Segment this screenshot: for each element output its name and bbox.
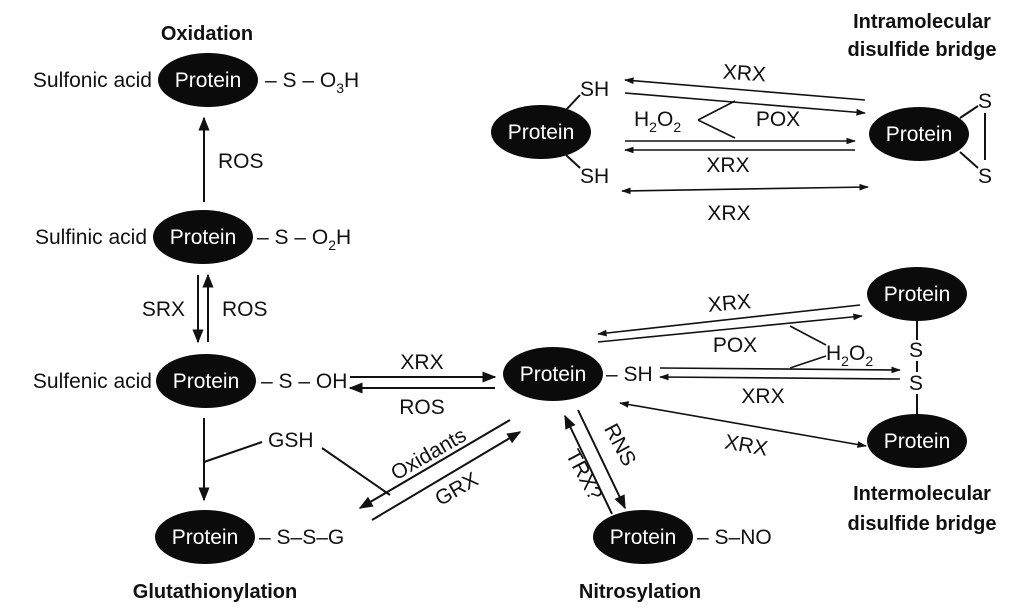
- inter-arrow-xrx-1: [597, 304, 861, 337]
- inter-h2o2-connector: [789, 325, 827, 346]
- sulfonic-acid-label: Sulfonic acid: [33, 69, 152, 92]
- title-glutathionylation: Glutathionylation: [133, 581, 297, 603]
- title-oxidation: Oxidation: [161, 23, 253, 45]
- intra-sh-bottom: SH: [580, 165, 609, 188]
- grx-label: GRX: [431, 468, 482, 511]
- svg-text:Protein: Protein: [884, 283, 951, 306]
- inter-arrow-xrx-3: [619, 401, 867, 448]
- title-intermolecular-2: disulfide bridge: [848, 513, 997, 535]
- inter-h2o2-connector-2: [789, 355, 827, 369]
- intra-arrow-xrx-3: [621, 183, 869, 195]
- arrow-trx: [564, 414, 613, 515]
- ros-label-2: ROS: [222, 298, 268, 321]
- intra-arrow-pox: [624, 92, 866, 116]
- intra-xrx-3-label: XRX: [707, 202, 750, 225]
- nitrosyl-group: – S–NO: [697, 526, 772, 549]
- intra-arrow-xrx-1: [624, 77, 866, 101]
- gsh-label: GSH: [268, 429, 314, 452]
- inter-h2o2-label: H2O2: [826, 342, 873, 369]
- intra-s-top: S: [978, 90, 992, 113]
- xrx-sulfenic-label: XRX: [400, 351, 443, 374]
- intra-s-bond-bottom: [959, 151, 979, 169]
- sulfinic-group: – S – O2H: [257, 226, 351, 253]
- intra-xrx-1-label: XRX: [722, 61, 767, 87]
- protein-glutathionylated: Protein: [155, 510, 255, 564]
- sulfenic-group: – S – OH: [261, 370, 347, 393]
- inter-xrx-3-label: XRX: [723, 431, 770, 461]
- svg-text:Protein: Protein: [173, 370, 240, 393]
- inter-s-top: S: [909, 339, 923, 362]
- sulfinic-acid-label: Sulfinic acid: [35, 226, 147, 249]
- glutathionyl-group: – S–S–G: [259, 526, 344, 549]
- protein-sulfenic: Protein: [156, 354, 256, 408]
- inter-arrow-pox: [597, 313, 863, 343]
- rns-label: RNS: [599, 420, 640, 470]
- thiol-group: – SH: [606, 363, 653, 386]
- intra-xrx-2-label: XRX: [706, 154, 749, 177]
- svg-text:Protein: Protein: [610, 526, 677, 549]
- sulfonic-group: – S – O3H: [265, 69, 359, 96]
- ros-label-1: ROS: [218, 150, 264, 173]
- arrow-grx: [371, 431, 522, 521]
- arrow-oxidants: [358, 419, 511, 509]
- inter-xrx-1-label: XRX: [707, 290, 752, 317]
- inter-pox-label: POX: [713, 334, 757, 357]
- protein-thiol-central: Protein: [503, 347, 603, 401]
- title-intermolecular-1: Intermolecular: [853, 483, 991, 505]
- protein-nitrosylated: Protein: [593, 510, 693, 564]
- svg-text:Protein: Protein: [172, 526, 239, 549]
- title-nitrosylation: Nitrosylation: [579, 581, 701, 603]
- intra-h2o2-connector-2: [697, 119, 736, 139]
- intra-h2o2-connector: [697, 100, 736, 121]
- inter-arrow-xrx-2a: [659, 366, 901, 374]
- protein-intra-reduced: Protein: [491, 105, 591, 159]
- protein-sulfonic: Protein: [158, 53, 258, 107]
- intra-sh-top-bond: [565, 94, 581, 111]
- svg-text:Protein: Protein: [520, 363, 587, 386]
- sulfenic-acid-label: Sulfenic acid: [33, 370, 152, 393]
- intra-s-bond-top: [959, 105, 979, 119]
- gsh-to-arrow-line: [321, 447, 391, 496]
- svg-text:Protein: Protein: [884, 430, 951, 453]
- protein-inter-top: Protein: [867, 267, 967, 321]
- protein-inter-bottom: Protein: [867, 414, 967, 468]
- title-intramolecular-1: Intramolecular: [853, 11, 991, 33]
- srx-label: SRX: [142, 298, 185, 321]
- svg-text:Protein: Protein: [170, 226, 237, 249]
- protein-intra-oxidized: Protein: [869, 107, 969, 161]
- gsh-branch-line: [203, 441, 263, 463]
- svg-text:Protein: Protein: [886, 123, 953, 146]
- ros-sulfenic-label: ROS: [399, 396, 445, 419]
- inter-s-bottom: S: [909, 372, 923, 395]
- arrow-rns: [577, 409, 626, 510]
- intra-sh-top: SH: [580, 78, 609, 101]
- intra-pox-label: POX: [756, 108, 800, 131]
- title-intramolecular-2: disulfide bridge: [848, 39, 997, 61]
- inter-xrx-2-label: XRX: [741, 385, 784, 408]
- intra-h2o2-label: H2O2: [634, 108, 681, 135]
- intra-s-bottom: S: [978, 165, 992, 188]
- intra-sh-bottom-bond: [565, 154, 581, 169]
- protein-sulfinic: Protein: [153, 210, 253, 264]
- inter-arrow-xrx-2b: [659, 373, 901, 381]
- svg-text:Protein: Protein: [508, 121, 575, 144]
- svg-text:Protein: Protein: [175, 69, 242, 92]
